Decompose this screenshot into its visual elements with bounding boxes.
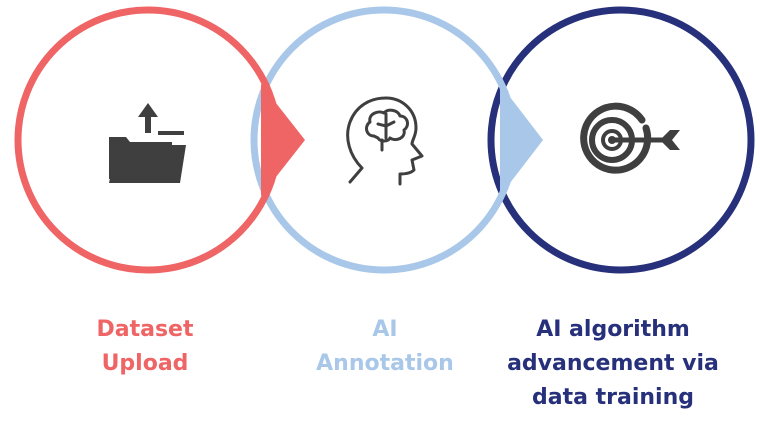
step-label-annotation: AI Annotation [290, 313, 480, 381]
step-label-line: data training [532, 385, 694, 410]
arrow-annotation-to-training [500, 84, 543, 196]
step-circle-upload [14, 6, 282, 274]
step-label-line: AI algorithm [536, 317, 690, 342]
step-label-line: AI [372, 317, 398, 342]
step-label-line: Annotation [316, 351, 454, 376]
target-icon [580, 102, 680, 174]
step-label-training: AI algorithm advancement via data traini… [488, 313, 738, 415]
arrow-upload-to-annotation [261, 84, 305, 196]
step-label-line: Upload [101, 351, 189, 376]
step-circle-training [487, 6, 755, 274]
folder-upload-icon [109, 103, 186, 183]
step-label-line: Dataset [96, 317, 194, 342]
brain-head-icon [346, 96, 424, 186]
step-label-line: advancement via [507, 351, 719, 376]
step-label-upload: Dataset Upload [50, 313, 240, 381]
